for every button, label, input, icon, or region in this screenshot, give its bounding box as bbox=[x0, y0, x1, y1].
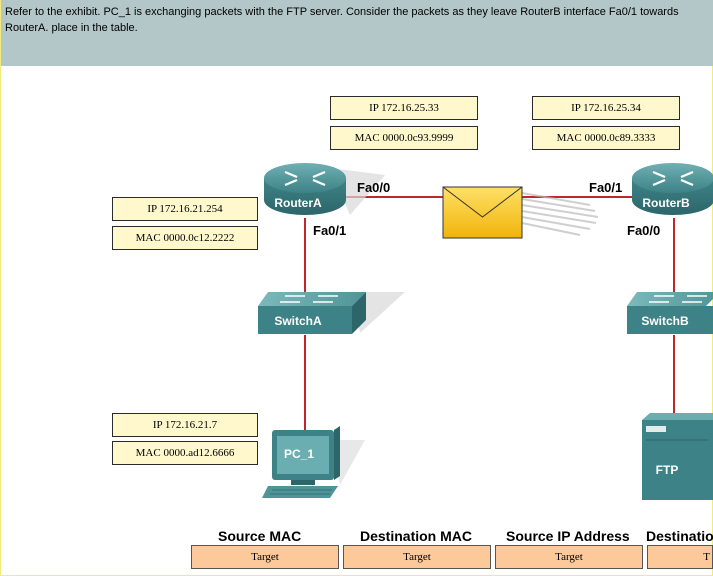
router-a-fa00-label: Fa0/0 bbox=[357, 180, 391, 195]
ftp-label: FTP bbox=[656, 463, 679, 477]
router-b-icon bbox=[632, 163, 713, 215]
router-a-fa01-ip-box: IP 172.16.21.254 bbox=[112, 197, 258, 221]
target-source-mac[interactable]: Target bbox=[191, 545, 339, 569]
switch-a-icon bbox=[258, 292, 405, 334]
envelope-icon bbox=[442, 186, 599, 239]
router-a-icon bbox=[264, 163, 385, 215]
pc-icon bbox=[262, 426, 365, 498]
target-source-ip[interactable]: Target bbox=[495, 545, 643, 569]
pc-label: PC_1 bbox=[284, 447, 314, 461]
target-destination-mac[interactable]: Target bbox=[343, 545, 491, 569]
header-destination: Destination bbox=[646, 528, 713, 544]
router-b-fa00-label: Fa0/0 bbox=[627, 223, 661, 238]
router-b-fa01-label: Fa0/1 bbox=[589, 180, 623, 195]
router-a-fa00-mac-box: MAC 0000.0c93.9999 bbox=[330, 126, 478, 150]
target-destination[interactable]: T bbox=[647, 545, 713, 569]
question-header: Refer to the exhibit. PC_1 is exchanging… bbox=[1, 0, 713, 66]
header-source-mac: Source MAC bbox=[218, 528, 302, 544]
switch-b-label: SwitchB bbox=[641, 314, 689, 328]
pc-mac-box: MAC 0000.ad12.6666 bbox=[112, 441, 258, 465]
header-destination-mac: Destination MAC bbox=[360, 528, 472, 544]
router-a-fa01-mac-box: MAC 0000.0c12.2222 bbox=[112, 226, 258, 250]
router-b-label: RouterB bbox=[642, 196, 690, 210]
header-source-ip: Source IP Address bbox=[506, 528, 630, 544]
question-text: Refer to the exhibit. PC_1 is exchanging… bbox=[5, 6, 679, 34]
switch-a-label: SwitchA bbox=[274, 314, 322, 328]
router-a-fa01-label: Fa0/1 bbox=[313, 223, 347, 238]
ftp-server-icon bbox=[642, 413, 713, 500]
switch-b-icon bbox=[627, 292, 713, 334]
router-a-fa00-ip-box: IP 172.16.25.33 bbox=[330, 96, 478, 120]
pc-ip-box: IP 172.16.21.7 bbox=[112, 413, 258, 437]
router-b-fa01-ip-box: IP 172.16.25.34 bbox=[532, 96, 680, 120]
router-b-fa01-mac-box: MAC 0000.0c89.3333 bbox=[532, 126, 680, 150]
router-a-label: RouterA bbox=[274, 196, 322, 210]
